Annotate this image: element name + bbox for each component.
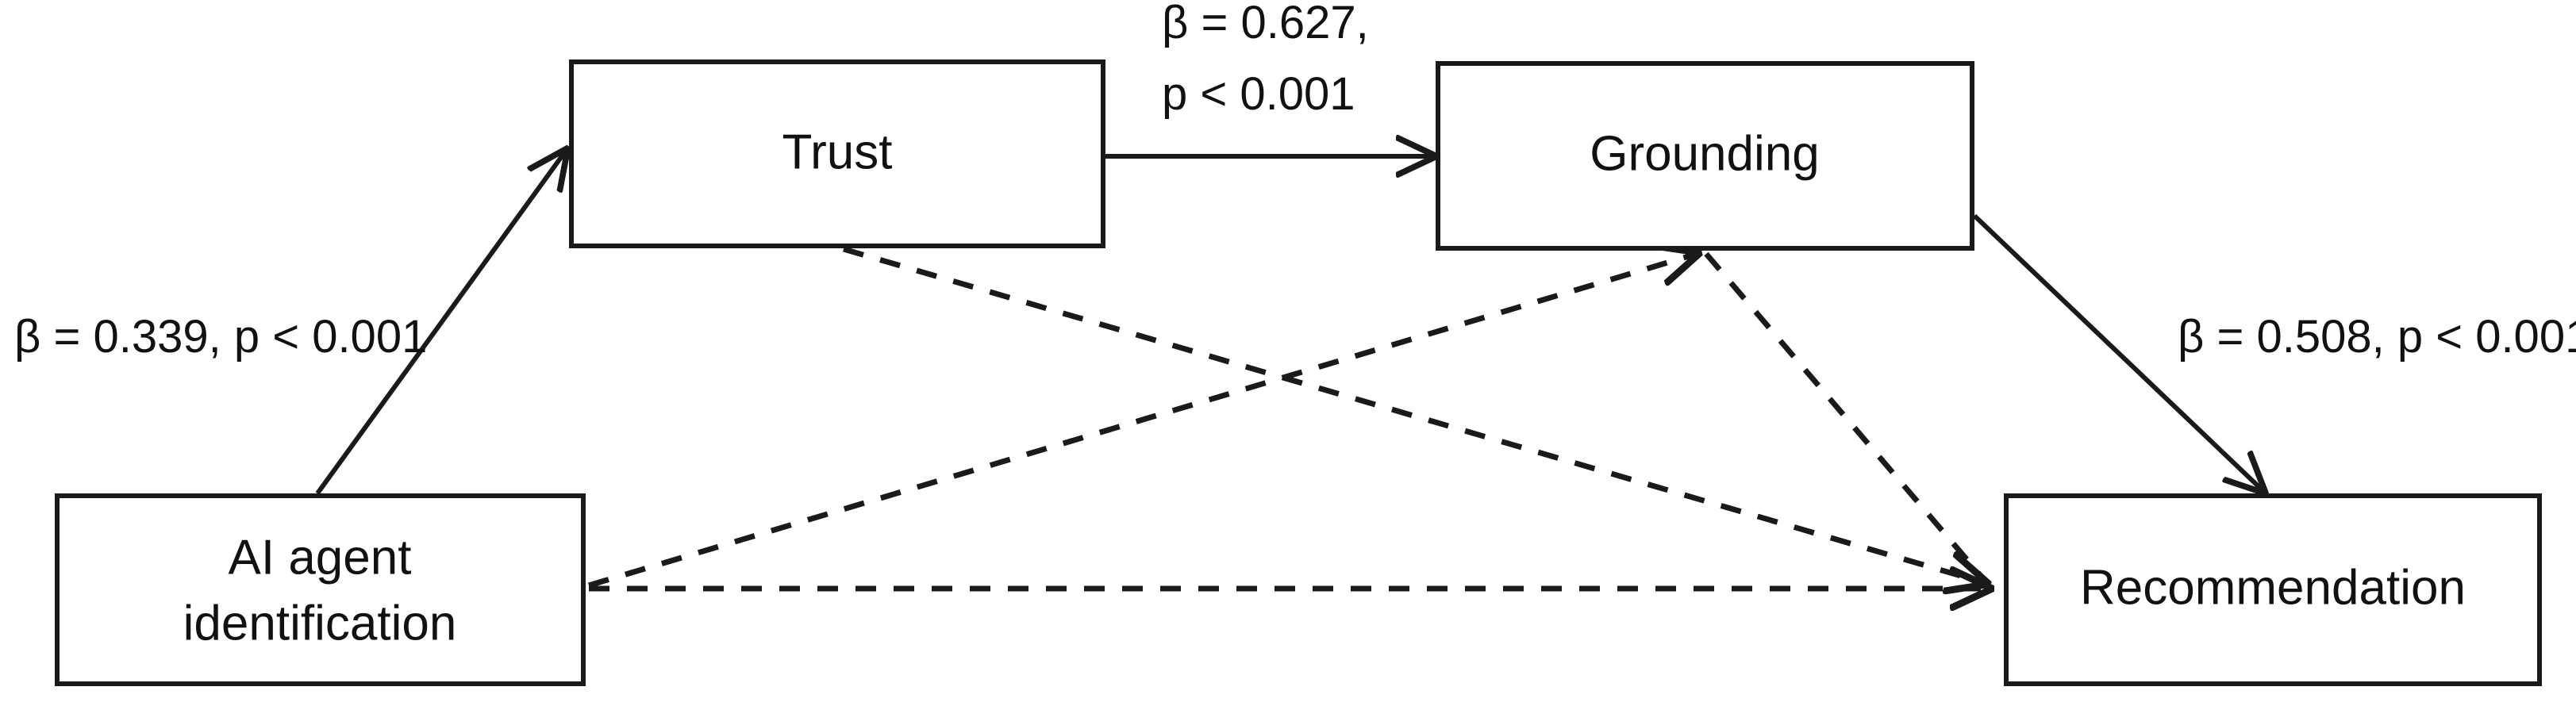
- edge-ai-to-grounding: [587, 254, 1697, 589]
- node-trust[interactable]: [569, 59, 1105, 248]
- edge-trust-to-recommendation: [843, 246, 1986, 583]
- edge-label-ai-to-trust: β = 0.339, p < 0.001: [14, 311, 427, 363]
- edge-grounding-dashed-tail: [1704, 251, 1988, 584]
- edge-label-trust-to-grounding-line1: β = 0.627,: [1162, 0, 1369, 48]
- edge-label-trust-to-grounding-line2: p < 0.001: [1162, 68, 1355, 120]
- node-recommendation[interactable]: [2004, 493, 2542, 686]
- edge-label-grounding-to-recommendation: β = 0.508, p < 0.001: [2178, 311, 2576, 363]
- node-label-trust: Trust: [782, 125, 893, 179]
- node-label-recommendation: Recommendation: [2080, 560, 2466, 615]
- node-grounding[interactable]: [1436, 61, 1974, 251]
- node-label-ai-agent-line2: identification: [183, 596, 457, 650]
- node-label-grounding: Grounding: [1590, 126, 1820, 181]
- edge-grounding-to-recommendation: [1972, 213, 2263, 491]
- node-ai-agent-identification[interactable]: [55, 493, 586, 686]
- edge-ai-to-trust: [315, 151, 566, 495]
- node-label-ai-agent-line1: AI agent: [229, 530, 412, 585]
